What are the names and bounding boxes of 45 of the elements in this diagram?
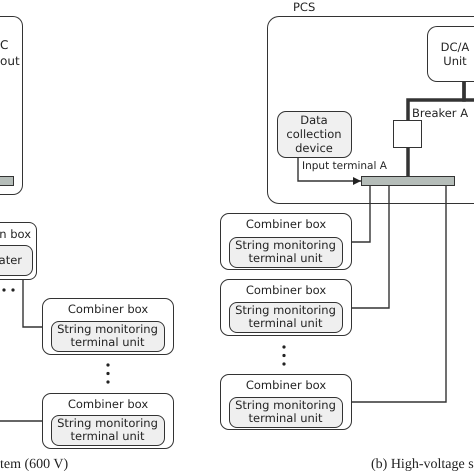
combiner-title: n box — [0, 227, 31, 241]
enclosure-panel — [0, 16, 23, 195]
breaker-label: Breaker A — [412, 106, 468, 120]
connector-line — [406, 148, 410, 178]
figure-caption: tem (600 V) — [0, 457, 68, 473]
terminal-unit-label: String monitoring terminal unit — [56, 417, 159, 443]
combiner-title: Combiner box — [246, 283, 326, 297]
combiner-title: Combiner box — [246, 378, 326, 392]
connector-line — [0, 420, 42, 422]
terminal-unit-label: String monitoring terminal unit — [234, 304, 337, 330]
terminal-unit-box — [50, 320, 164, 352]
connector-line — [352, 186, 390, 309]
terminal-bar — [360, 176, 454, 186]
terminal-unit-box — [228, 302, 342, 332]
converter-unit-box — [426, 26, 474, 82]
combiner-title: Combiner box — [246, 217, 326, 231]
terminal-bar — [0, 176, 14, 186]
data-collection-label: Data collection device — [285, 113, 343, 155]
combiner-title: Combiner box — [68, 302, 148, 316]
connector-line — [22, 280, 42, 328]
device-box — [0, 244, 33, 276]
terminal-unit-box — [50, 414, 164, 446]
combiner-box — [0, 222, 37, 280]
data-collection-box — [276, 110, 352, 158]
terminal-unit-label: String monitoring terminal unit — [56, 323, 159, 349]
combiner-box — [220, 213, 352, 270]
combiner-box — [220, 374, 352, 430]
terminal-unit-box — [228, 396, 342, 428]
connector-line — [352, 186, 447, 403]
enclosure-label: C out — [0, 37, 21, 69]
terminal-unit-label: String monitoring terminal unit — [234, 239, 337, 265]
figure-caption: (b) High-voltage s — [371, 457, 474, 473]
terminal-unit-box — [228, 236, 342, 268]
breaker-box — [392, 120, 422, 148]
terminal-unit-label: String monitoring terminal unit — [234, 399, 337, 425]
pcs-heading: PCS — [293, 0, 316, 14]
arrow — [297, 158, 361, 185]
connector-line — [352, 186, 371, 243]
combiner-box — [42, 393, 174, 449]
combiner-box — [220, 279, 352, 336]
terminal-label: Input terminal A — [302, 159, 387, 173]
converter-unit-label: DC/A Unit — [440, 40, 470, 68]
connector-line — [462, 82, 474, 102]
combiner-title: Combiner box — [68, 397, 148, 411]
combiner-box — [42, 298, 174, 355]
